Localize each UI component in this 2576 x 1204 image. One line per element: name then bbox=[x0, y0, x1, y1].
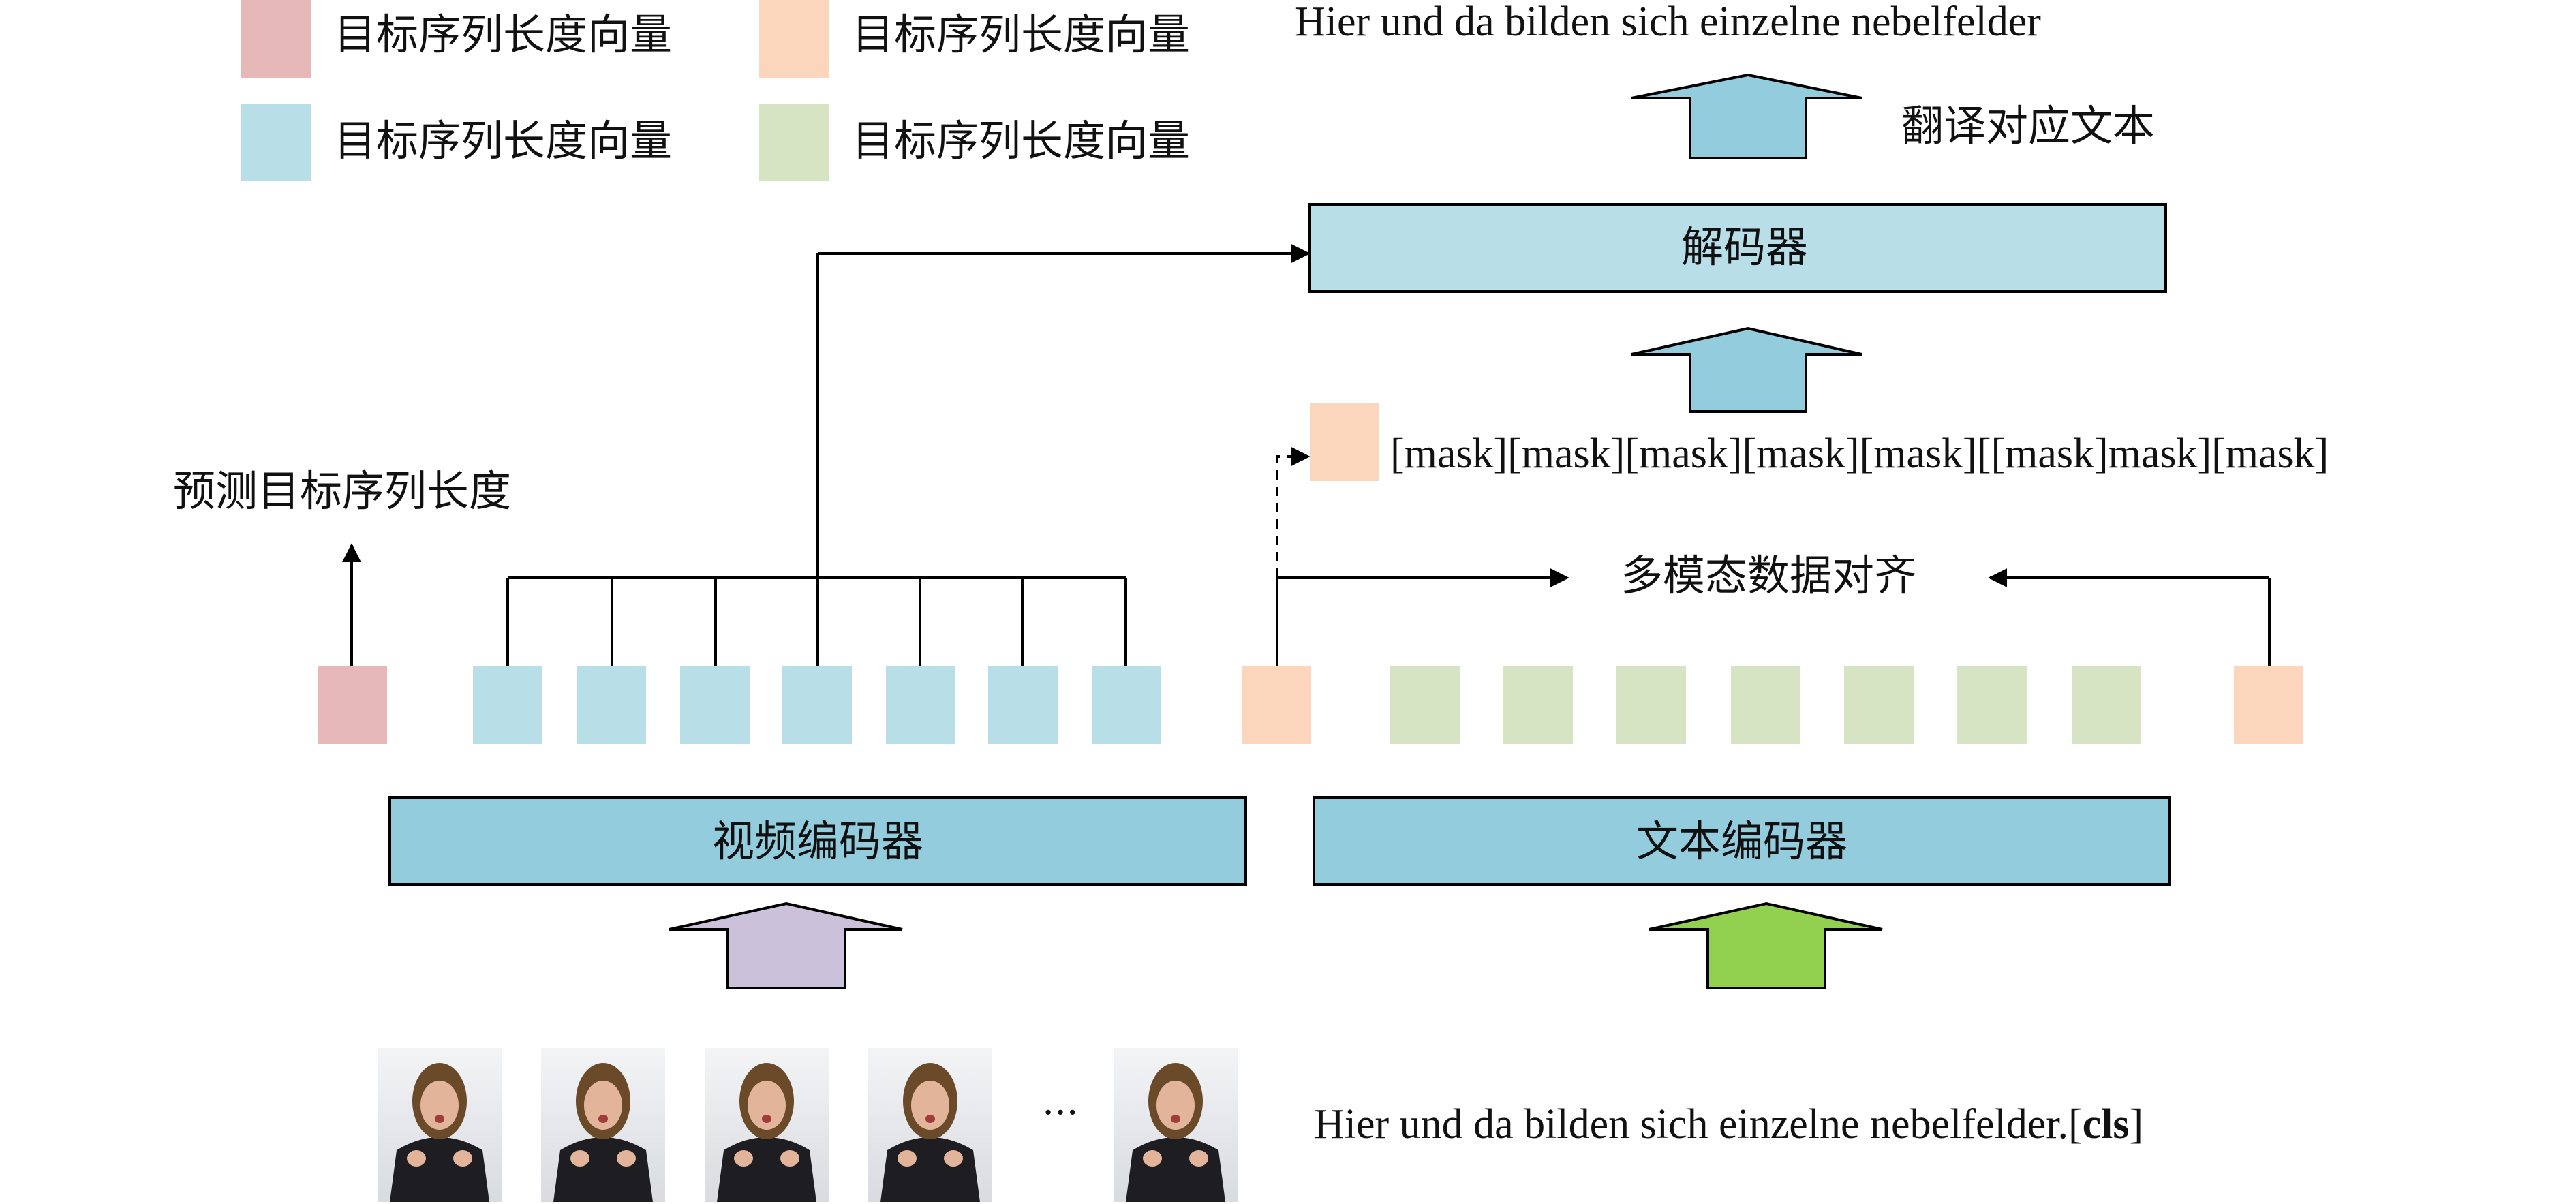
text-token bbox=[1957, 666, 2027, 744]
text-cls-token bbox=[2234, 666, 2303, 744]
input-sentence: Hier und da bilden sich einzelne nebelfe… bbox=[1314, 1101, 2143, 1147]
video-frame bbox=[705, 1048, 829, 1202]
output-sentence: Hier und da bilden sich einzelne nebelfe… bbox=[1295, 0, 2041, 45]
decoder-input-arrow bbox=[1631, 326, 1862, 413]
predict-length-label: 预测目标序列长度 bbox=[173, 466, 511, 516]
mask-cls-token bbox=[1310, 403, 1379, 481]
text-token bbox=[2072, 666, 2141, 744]
translate-up-arrow bbox=[1631, 73, 1862, 159]
alignment-label: 多模态数据对齐 bbox=[1621, 551, 1916, 600]
video-frame bbox=[541, 1048, 665, 1202]
video-frames bbox=[378, 1048, 1238, 1202]
video-token bbox=[680, 666, 750, 744]
input-sentence-cls: cls bbox=[2083, 1101, 2130, 1147]
text-token bbox=[1503, 666, 1573, 744]
frames-ellipsis: ··· bbox=[1042, 1091, 1078, 1135]
token-row bbox=[318, 666, 2303, 744]
text-token bbox=[1390, 666, 1460, 744]
mask-tokens-text: [mask][mask][mask][mask][mask][[mask]mas… bbox=[1390, 431, 2329, 477]
text-token bbox=[1616, 666, 1686, 744]
input-sentence-end: ] bbox=[2129, 1101, 2143, 1147]
legend-swatch-text-token bbox=[759, 104, 829, 181]
video-token bbox=[886, 666, 955, 744]
legend-label-4: 目标序列长度向量 bbox=[852, 116, 1190, 166]
translate-label: 翻译对应文本 bbox=[1901, 101, 2155, 151]
legend-label-2: 目标序列长度向量 bbox=[852, 10, 1190, 59]
video-to-decoder-connector bbox=[506, 244, 1310, 666]
video-token bbox=[577, 666, 646, 744]
video-frame bbox=[868, 1048, 992, 1202]
legend-label-1: 目标序列长度向量 bbox=[334, 10, 672, 59]
alignment-connectors bbox=[1276, 447, 2271, 666]
decoder-box bbox=[1308, 203, 2167, 293]
legend-label-3: 目标序列长度向量 bbox=[334, 116, 672, 166]
video-encoder-box bbox=[388, 796, 1247, 886]
text-encoder-box bbox=[1313, 796, 2171, 886]
video-token bbox=[1092, 666, 1161, 744]
video-token bbox=[988, 666, 1058, 744]
text-input-arrow bbox=[1649, 901, 1883, 989]
video-token bbox=[782, 666, 852, 744]
video-frame bbox=[378, 1048, 502, 1202]
text-token bbox=[1844, 666, 1914, 744]
video-cls-token bbox=[1242, 666, 1311, 744]
legend-swatch-video-token bbox=[241, 104, 311, 181]
legend: 目标序列长度向量 目标序列长度向量 目标序列长度向量 目标序列长度向量 bbox=[241, 0, 1190, 181]
length-vector-token bbox=[318, 666, 387, 744]
legend-swatch-cls-token bbox=[759, 0, 829, 78]
video-frame bbox=[1114, 1048, 1238, 1202]
input-sentence-main: Hier und da bilden sich einzelne nebelfe… bbox=[1314, 1101, 2083, 1147]
text-encoder-label: 文本编码器 bbox=[1636, 816, 1847, 866]
legend-swatch-length-vector bbox=[241, 0, 311, 78]
text-token bbox=[1731, 666, 1800, 744]
video-encoder-label: 视频编码器 bbox=[712, 816, 923, 866]
video-input-arrow bbox=[669, 901, 903, 989]
video-token bbox=[473, 666, 542, 744]
decoder-label: 解码器 bbox=[1681, 222, 1808, 272]
